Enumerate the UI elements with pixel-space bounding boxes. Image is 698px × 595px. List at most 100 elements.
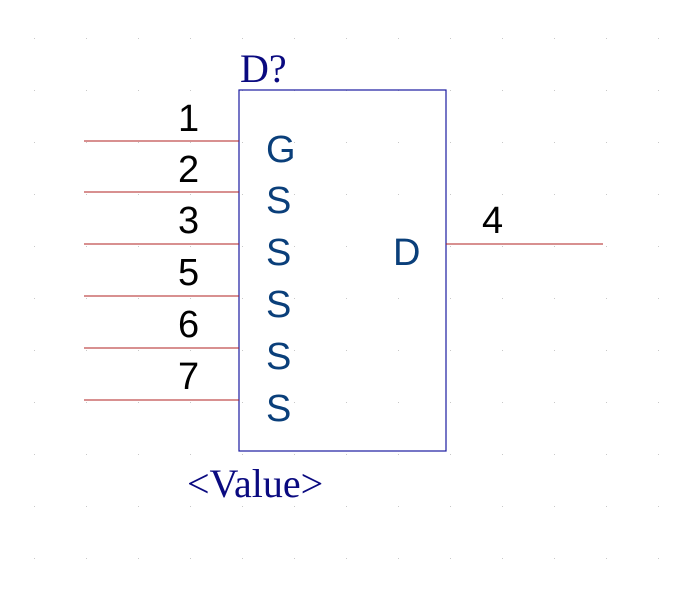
grid-dot bbox=[606, 38, 607, 39]
grid-dot bbox=[346, 454, 347, 455]
grid-dot bbox=[658, 506, 659, 507]
grid-dot bbox=[606, 194, 607, 195]
grid-dot bbox=[606, 558, 607, 559]
grid-dot bbox=[502, 194, 503, 195]
grid-dot bbox=[658, 90, 659, 91]
grid-dot bbox=[138, 298, 139, 299]
grid-dot bbox=[190, 298, 191, 299]
grid-dot bbox=[138, 558, 139, 559]
grid-dot bbox=[86, 246, 87, 247]
grid-dot bbox=[502, 38, 503, 39]
grid-dot bbox=[138, 38, 139, 39]
grid-dot bbox=[86, 90, 87, 91]
grid-dot bbox=[34, 90, 35, 91]
grid-dot bbox=[190, 246, 191, 247]
component-body[interactable] bbox=[238, 89, 447, 452]
grid-dot bbox=[294, 558, 295, 559]
grid-dot bbox=[294, 506, 295, 507]
grid-dot bbox=[606, 506, 607, 507]
grid-dot bbox=[242, 350, 243, 351]
grid-dot bbox=[346, 350, 347, 351]
grid-dot bbox=[34, 298, 35, 299]
grid-dot bbox=[86, 558, 87, 559]
grid-dot bbox=[658, 246, 659, 247]
grid-dot bbox=[398, 454, 399, 455]
pin-number: 3 bbox=[178, 200, 199, 242]
grid-dot bbox=[190, 506, 191, 507]
grid-dot bbox=[554, 454, 555, 455]
grid-dot bbox=[34, 194, 35, 195]
pin-number: 5 bbox=[178, 252, 199, 294]
grid-dot bbox=[294, 298, 295, 299]
right-pin-4[interactable]: 4 D bbox=[393, 200, 603, 274]
grid-dot bbox=[34, 454, 35, 455]
grid-dot bbox=[658, 558, 659, 559]
grid-dot bbox=[450, 142, 451, 143]
left-pin-3[interactable]: 3 S bbox=[84, 200, 291, 274]
grid-dot bbox=[34, 558, 35, 559]
grid-dot bbox=[346, 558, 347, 559]
grid-dot bbox=[502, 298, 503, 299]
grid-dot bbox=[658, 38, 659, 39]
grid-dot bbox=[242, 298, 243, 299]
grid-dot bbox=[450, 298, 451, 299]
pin-name: D bbox=[393, 232, 420, 274]
grid-dot bbox=[34, 506, 35, 507]
grid-dot bbox=[450, 454, 451, 455]
pin-number: 1 bbox=[178, 98, 199, 140]
grid-dot bbox=[86, 454, 87, 455]
left-pin-5[interactable]: 5 S bbox=[84, 252, 291, 326]
grid-dot bbox=[658, 298, 659, 299]
grid-dot bbox=[138, 350, 139, 351]
left-pin-7[interactable]: 7 S bbox=[84, 356, 291, 430]
grid-dot bbox=[554, 142, 555, 143]
grid-dot bbox=[294, 38, 295, 39]
grid-dot bbox=[658, 142, 659, 143]
pin-number: 7 bbox=[178, 356, 199, 398]
grid-dot bbox=[294, 194, 295, 195]
grid-dot bbox=[554, 402, 555, 403]
left-pin-2[interactable]: 2 S bbox=[84, 149, 291, 222]
grid-dot bbox=[398, 558, 399, 559]
grid-dot bbox=[294, 454, 295, 455]
grid-dot bbox=[190, 90, 191, 91]
grid-dot bbox=[398, 38, 399, 39]
grid-dot bbox=[138, 506, 139, 507]
grid-dot bbox=[398, 194, 399, 195]
grid-dot bbox=[294, 246, 295, 247]
grid-dot bbox=[34, 38, 35, 39]
grid-dot bbox=[450, 194, 451, 195]
pin-name: G bbox=[266, 129, 296, 171]
grid-dot bbox=[658, 402, 659, 403]
grid-dot bbox=[502, 558, 503, 559]
grid-dot bbox=[346, 246, 347, 247]
grid-dot bbox=[346, 142, 347, 143]
grid-dot bbox=[138, 454, 139, 455]
grid-dot bbox=[554, 90, 555, 91]
grid-dot bbox=[502, 142, 503, 143]
grid-dot bbox=[450, 90, 451, 91]
grid-dot bbox=[502, 350, 503, 351]
grid-dot bbox=[450, 246, 451, 247]
grid-dot bbox=[86, 142, 87, 143]
grid-dot bbox=[190, 402, 191, 403]
grid-dot bbox=[294, 402, 295, 403]
grid-dot bbox=[658, 194, 659, 195]
grid-dot bbox=[138, 402, 139, 403]
designator-label[interactable]: D? bbox=[240, 46, 287, 91]
grid-dot bbox=[86, 350, 87, 351]
grid-dot bbox=[34, 350, 35, 351]
grid-dot bbox=[606, 142, 607, 143]
grid-dot bbox=[242, 558, 243, 559]
grid-dot bbox=[450, 38, 451, 39]
value-label[interactable]: <Value> bbox=[187, 461, 323, 506]
grid-dot bbox=[346, 298, 347, 299]
left-pin-1[interactable]: 1 G bbox=[84, 98, 296, 171]
grid-dot bbox=[554, 246, 555, 247]
grid-dot bbox=[34, 402, 35, 403]
pin-name: S bbox=[266, 284, 291, 326]
grid-dot bbox=[138, 90, 139, 91]
left-pin-6[interactable]: 6 S bbox=[84, 304, 291, 378]
grid-dot bbox=[450, 402, 451, 403]
